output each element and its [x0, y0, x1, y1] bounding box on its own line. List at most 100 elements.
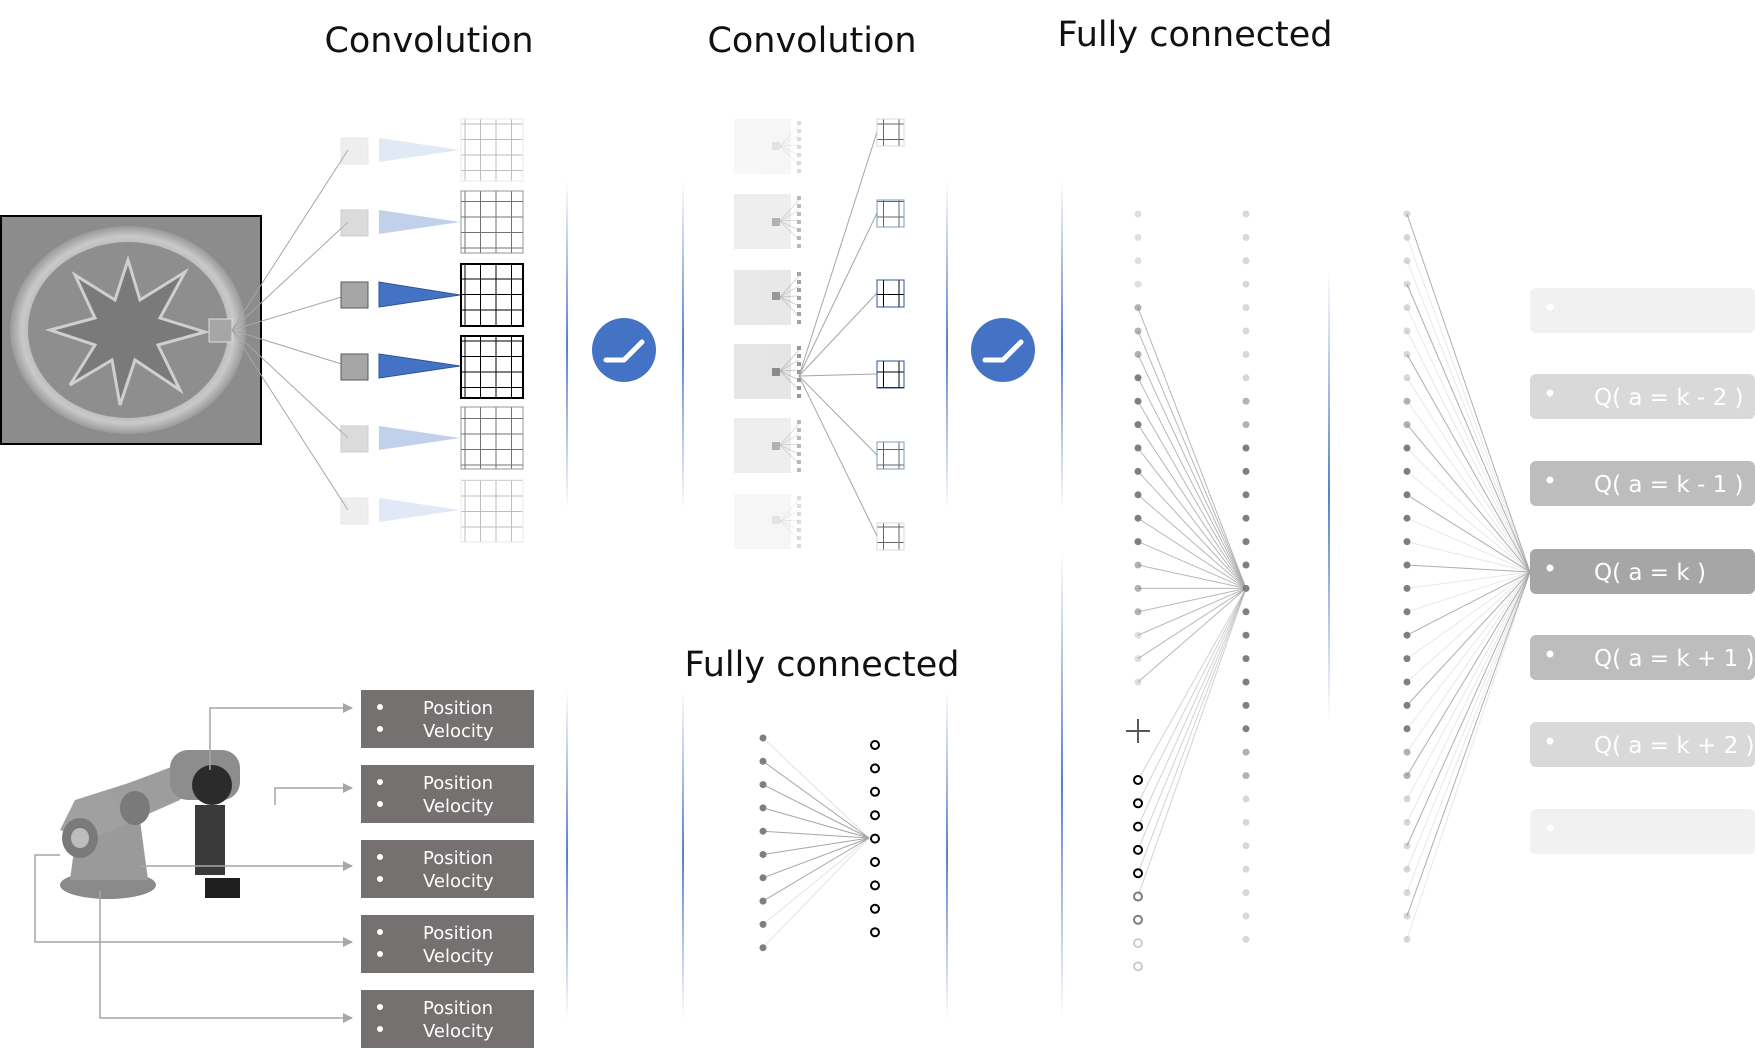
joint-state-box-4: Position Velocity: [361, 915, 534, 973]
fc-top-col2-node: [1242, 608, 1250, 616]
fc-bottom-input-node: [759, 851, 767, 858]
fc-top-col3-node: [1403, 467, 1411, 475]
conv2-dot: [797, 452, 801, 456]
conv2-kernel-line: [779, 145, 800, 166]
conv2-dot: [797, 121, 801, 125]
conv2-dot: [797, 272, 801, 276]
q-value-box: Q( a = k + 1 ): [1530, 635, 1755, 680]
fc-top-connection-line: [1406, 494, 1531, 573]
fc-bottom-output-node: [870, 857, 880, 867]
fc-top-col1-node: [1134, 304, 1142, 312]
joint-state-box-3: Position Velocity: [361, 840, 534, 898]
fc-top-col1-open-node: [1133, 821, 1143, 832]
fc-bottom-output-node: [870, 763, 880, 774]
fc-top-col1-node: [1134, 280, 1142, 288]
fc-bottom-connection-line: [762, 784, 870, 839]
conv2-kernel-line: [779, 370, 800, 381]
fc-top-connection-line: [1406, 237, 1531, 573]
fc-top-col1-open-node: [1133, 914, 1143, 925]
conv2-kernel-line: [779, 124, 800, 147]
fc-top-col2-node: [1242, 725, 1250, 733]
conv2-kernel-line: [779, 145, 800, 156]
q-value-box-bg: [1530, 635, 1755, 680]
conv2-dot: [797, 220, 801, 224]
fc-top-col2-node: [1242, 631, 1250, 639]
conv2-dot: [797, 444, 801, 448]
conv2-kernel-line: [779, 134, 800, 147]
fc-bottom-output-node: [870, 740, 880, 750]
fc-bottom-connection-line: [762, 830, 870, 839]
conv2-dot: [797, 196, 801, 200]
fc-top-col3-node: [1403, 233, 1411, 241]
fc-top-col3-node: [1403, 304, 1411, 312]
conv2-kernel-line: [779, 433, 800, 446]
fc-top-col2-node: [1242, 304, 1250, 312]
conv2-dot: [797, 244, 801, 248]
fc-bottom-input-node: [759, 897, 767, 905]
fc-bottom-input-node: [759, 804, 767, 812]
joint-label-velocity: Velocity: [423, 946, 494, 967]
conv2-connection-lines: [779, 124, 878, 541]
fc-top-connection-line: [1406, 571, 1531, 706]
fc-top-col3-node: [1403, 280, 1411, 288]
fc-top-connection-line: [1406, 307, 1531, 573]
fc-top-connection-line: [1406, 213, 1531, 573]
conv2-kernel-line: [779, 144, 800, 147]
fc-top-col2-node: [1242, 374, 1250, 382]
fc-top-connection-line: [1137, 588, 1247, 874]
fc-top-connection-line: [1406, 354, 1531, 573]
fc-top-col3-node: [1403, 608, 1411, 616]
fc-top-connection-line: [1137, 588, 1247, 683]
fc-top-col2-node: [1242, 561, 1250, 569]
fc-top-col1-node: [1134, 397, 1142, 405]
fc-top-col3-node: [1403, 584, 1411, 592]
fc-top-connection-line: [1406, 571, 1531, 613]
joint-label-position: Position: [423, 923, 493, 944]
fc-top-col3-node: [1403, 889, 1411, 897]
joint-state-box-5: Position Velocity: [361, 990, 534, 1048]
q-value-bullet: [1546, 824, 1554, 832]
fc-top-col2-node: [1242, 467, 1250, 475]
fc-top-connection-line: [1137, 494, 1247, 589]
q-value-box: [1530, 288, 1755, 333]
fc-top-col3-node: [1403, 631, 1411, 639]
fc-top-col3-node: [1403, 818, 1411, 826]
conv2-dot: [797, 496, 801, 500]
weld-pool-image: [0, 215, 262, 445]
q-value-box-bg: [1530, 809, 1755, 854]
conv2-kernel-line: [779, 209, 800, 222]
fc-top-col1-open-node: [1133, 868, 1143, 879]
fc-top-col2-node: [1242, 444, 1250, 452]
conv2-dot: [797, 428, 801, 432]
fc-top-col3-node: [1403, 421, 1411, 429]
fc-top-connection-line: [1137, 330, 1247, 589]
fc-top-connection-line: [1406, 571, 1531, 940]
fc-bottom-network: [759, 734, 880, 952]
conv2-kernel-line: [779, 370, 800, 391]
conv2-dot: [797, 320, 801, 324]
joint-label-velocity: Velocity: [423, 796, 494, 817]
fc-top-connection-line: [1137, 424, 1247, 589]
fc-top-col1-node: [1134, 210, 1142, 218]
fc-top-connection-line: [1406, 571, 1531, 683]
conv2-dot: [797, 346, 801, 350]
q-value-label: Q( a = k + 1 ): [1594, 646, 1755, 672]
fc-top-col3-node: [1403, 327, 1411, 335]
fc-bottom-input-node: [759, 781, 767, 789]
q-value-box-bg: [1530, 549, 1755, 594]
fc-top-col1-node: [1134, 561, 1142, 569]
fc-top-connection-line: [1406, 447, 1531, 573]
conv2-dot: [797, 288, 801, 292]
fc-top-connection-line: [1137, 588, 1247, 851]
q-value-bullet: [1546, 389, 1554, 397]
q-value-box-bg: [1530, 722, 1755, 767]
fc-top-connection-line: [1406, 571, 1531, 800]
conv2-kernel-line: [779, 275, 800, 298]
fc-top-col3-node: [1403, 725, 1411, 733]
q-value-label: Q( a = k + 2 ): [1594, 733, 1755, 759]
fc-bottom-output-node: [870, 833, 880, 844]
fc-top-col3-node: [1403, 655, 1411, 663]
q-value-box: Q( a = k - 2 ): [1530, 374, 1755, 419]
fc-top-connection-line: [1406, 541, 1531, 573]
